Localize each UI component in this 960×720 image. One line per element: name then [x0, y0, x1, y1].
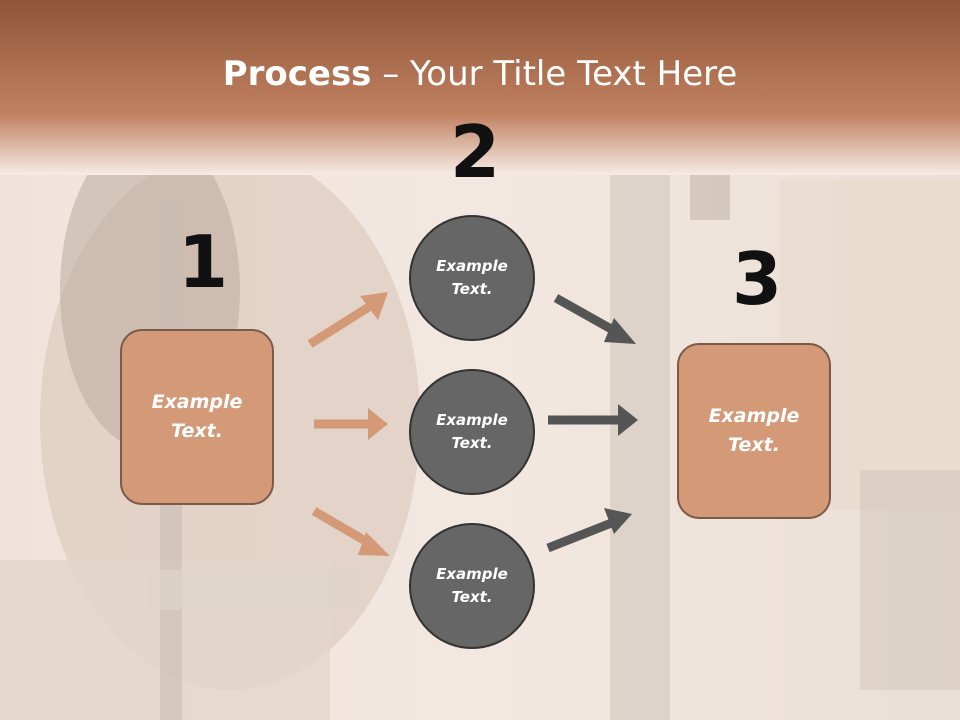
slide-title: Process – Your Title Text Here: [0, 54, 960, 94]
arrow-in-top: [307, 292, 388, 348]
arrow-out-top: [553, 294, 636, 344]
step-box-1: Example Text.: [120, 329, 274, 505]
step-circle-top-text: Example Text.: [436, 257, 508, 298]
step-box-1-text: Example Text.: [151, 391, 243, 442]
step-circle-bottom-text: Example Text.: [436, 565, 508, 606]
step-circle-bottom: Example Text.: [409, 523, 535, 649]
arrow-in-middle: [314, 408, 388, 440]
step-circle-middle-text: Example Text.: [436, 411, 508, 452]
step-number-2: 2: [450, 110, 501, 194]
arrow-out-middle: [548, 404, 638, 436]
step-box-3: Example Text.: [677, 343, 831, 519]
step-number-1: 1: [178, 220, 229, 304]
title-rest: – Your Title Text Here: [371, 54, 738, 94]
step-circle-top: Example Text.: [409, 215, 535, 341]
title-bold: Process: [222, 54, 372, 94]
arrow-out-bottom: [546, 508, 632, 553]
step-number-3: 3: [732, 237, 783, 321]
arrow-in-bottom: [311, 507, 390, 556]
step-circle-middle: Example Text.: [409, 369, 535, 495]
step-box-3-text: Example Text.: [708, 405, 800, 456]
